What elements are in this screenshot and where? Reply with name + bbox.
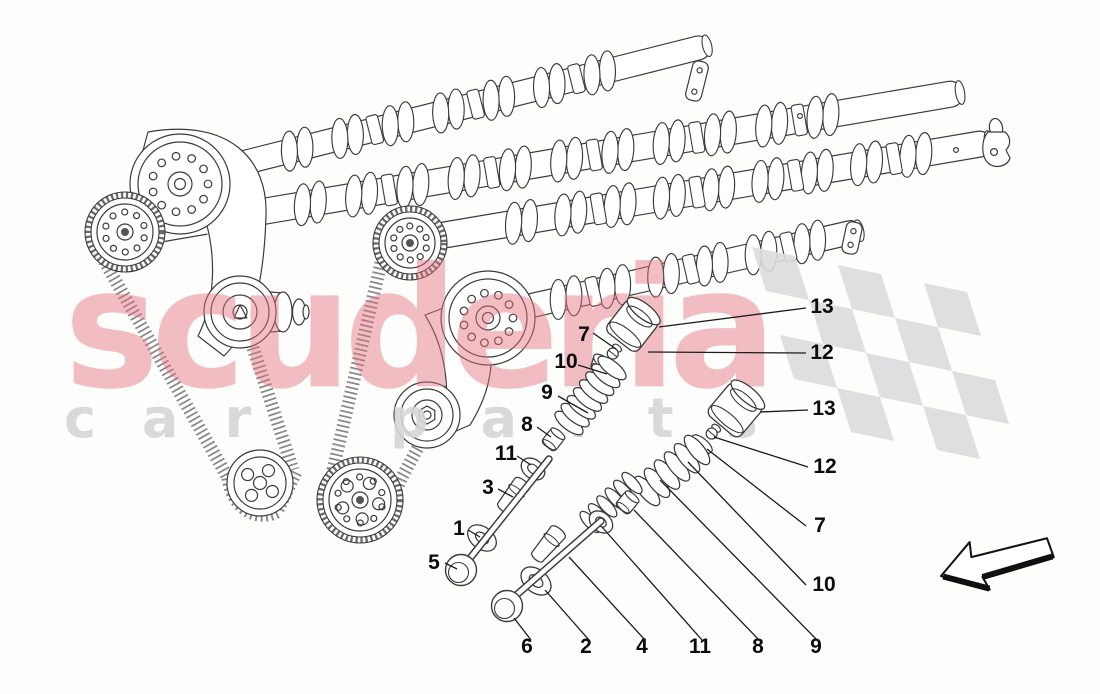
part-callout-bottom-6: 6 (521, 635, 533, 658)
part-callout-right-13-upper: 13 (810, 295, 833, 318)
part-callout-right-12-lower: 12 (813, 455, 836, 478)
part-callout-left-8: 8 (521, 413, 533, 436)
cam-cap-bracket (685, 60, 709, 102)
part-callout-right-10: 10 (812, 573, 835, 596)
part-callout-left-3: 3 (482, 476, 494, 499)
valve-spring-left (554, 355, 627, 436)
cam-pulley-lower-left (84, 191, 166, 273)
callout-leader-lines (444, 307, 818, 641)
left-direction-arrow (940, 537, 1055, 592)
part-callout-left-11: 11 (495, 442, 518, 465)
valve-keepers (705, 423, 722, 440)
belt-tensioner-left (203, 275, 277, 349)
idler-pulley-left (226, 449, 294, 517)
part-callout-bottom-2: 2 (580, 635, 592, 658)
part-callout-bottom-11: 11 (689, 635, 712, 658)
camshaft-2 (124, 80, 966, 247)
part-callout-left-1: 1 (453, 517, 465, 540)
cam-cap-bracket (841, 221, 863, 255)
part-callout-right-12-upper: 12 (810, 341, 833, 364)
cam-pulley-lower-center (440, 270, 536, 366)
part-callout-left-9: 9 (541, 381, 553, 404)
part-callout-left-10: 10 (554, 350, 577, 373)
lash-cap (615, 490, 640, 515)
part-callout-left-5: 5 (428, 551, 440, 574)
part-callout-left-7: 7 (578, 323, 590, 346)
tappet-bucket-left (606, 296, 661, 352)
belt-tensioner-center (393, 381, 461, 449)
part-callout-bottom-8: 8 (752, 635, 764, 658)
outer-spring-right (633, 434, 711, 507)
valve-exhaust (490, 517, 605, 623)
crank-pulley-center (316, 456, 404, 544)
tensioner-pivot-boss (244, 289, 310, 335)
valve-intake (444, 455, 553, 587)
part-callout-right-7: 7 (814, 514, 826, 537)
cam-pulley-upper-center (372, 205, 448, 281)
part-callout-bottom-4: 4 (636, 635, 648, 658)
valve-guide-right (531, 525, 566, 563)
lash-cap (541, 427, 566, 452)
checkered-flag-pattern (752, 247, 1009, 459)
tappet-bucket-right (707, 379, 766, 438)
part-callout-bottom-9: 9 (810, 635, 822, 658)
camshaft-1 (174, 34, 713, 190)
part-callout-right-13-lower: 13 (812, 397, 835, 420)
camshaft-3-end-flange (982, 117, 1011, 168)
